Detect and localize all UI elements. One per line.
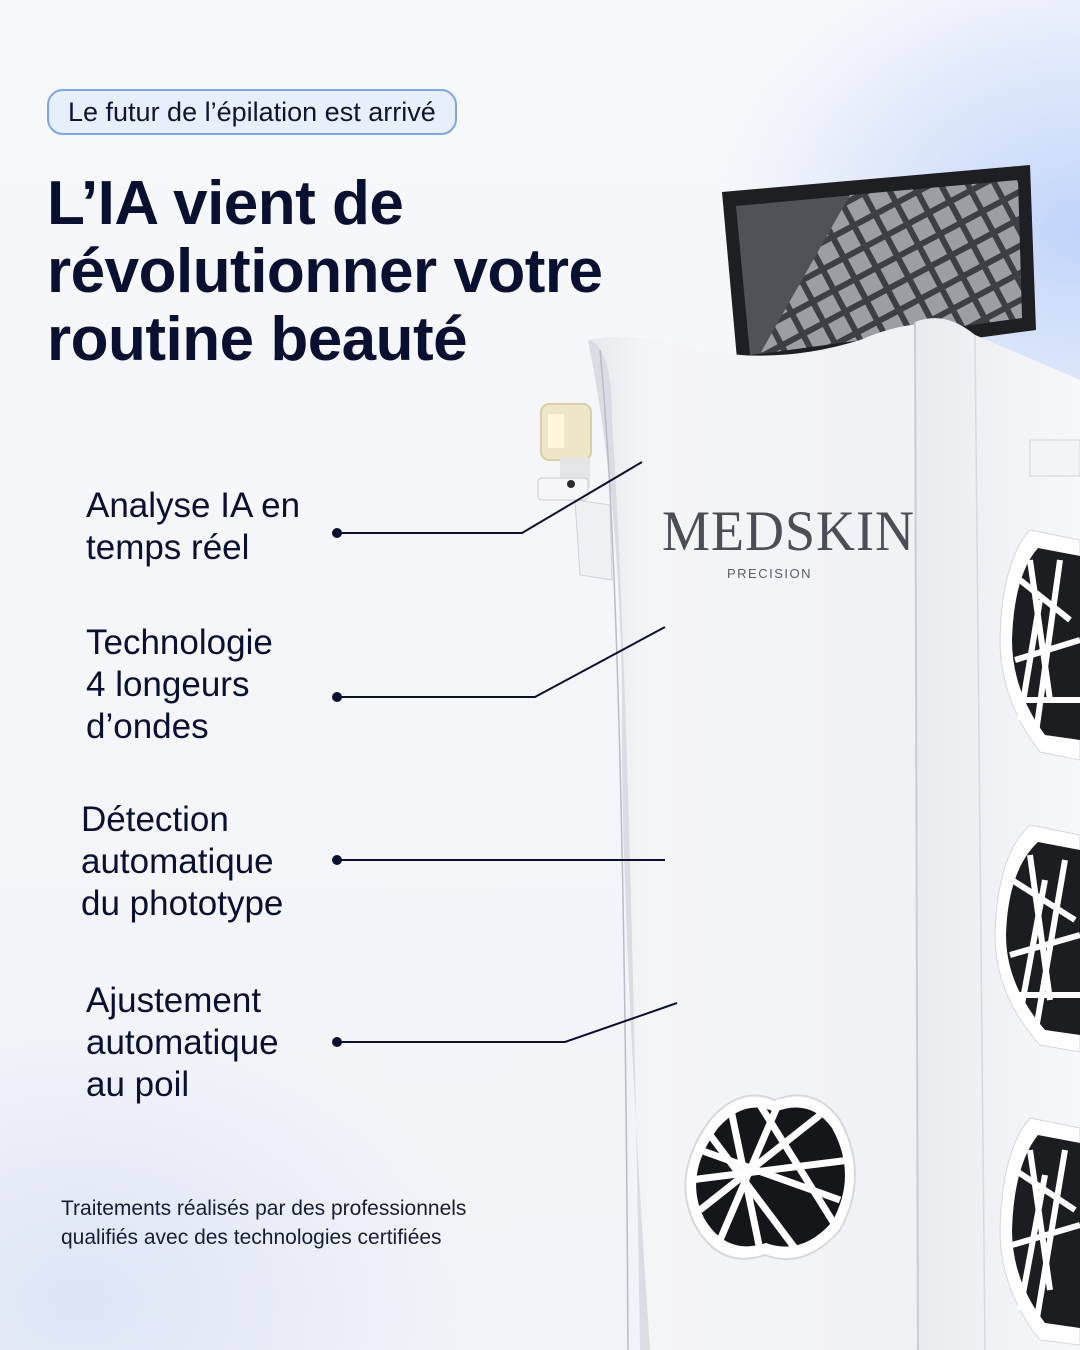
feature-line: automatique: [86, 1023, 279, 1062]
device-brand-subtitle: PRECISION: [726, 566, 812, 581]
feature-line: du phototype: [81, 884, 284, 923]
callout-line-1: [337, 461, 643, 534]
title-line: routine beauté: [47, 305, 468, 374]
feature-line: Technologie: [86, 623, 273, 662]
callout-dot-4: [332, 1037, 342, 1047]
handpiece: [537, 403, 613, 581]
callout-line-2: [337, 626, 666, 698]
feature-line: Détection: [81, 800, 229, 839]
callout-line-4: [337, 1002, 678, 1043]
feature-line: d’ondes: [86, 707, 209, 746]
footnote-line: qualifiés avec des technologies certifié…: [61, 1226, 442, 1249]
page-title: L’IA vient de révolutionner votre routin…: [47, 170, 687, 374]
footnote-line: Traitements réalisés par des professionn…: [61, 1197, 467, 1220]
feature-ai-analysis: Analyse IA en temps réel: [86, 485, 300, 569]
feature-line: Analyse IA en: [86, 486, 301, 525]
callout-dot-3: [332, 855, 342, 865]
feature-line: au poil: [86, 1065, 190, 1104]
feature-line: 4 longeurs: [86, 665, 250, 704]
feature-line: Ajustement: [86, 981, 262, 1020]
title-line: L’IA vient de: [47, 169, 404, 238]
device-brand-logo: MEDSKIN: [662, 499, 916, 563]
front-vent: [684, 1094, 856, 1261]
device-screen: [722, 165, 1036, 370]
feature-line: automatique: [81, 842, 274, 881]
side-vent-top: [999, 529, 1080, 761]
callout-dot-2: [332, 692, 342, 702]
title-line: révolutionner votre: [47, 237, 603, 306]
feature-line: temps réel: [86, 528, 250, 567]
side-vent-bottom: [999, 1117, 1080, 1346]
side-vent-middle: [994, 824, 1080, 1053]
footnote: Traitements réalisés par des professionn…: [61, 1194, 581, 1252]
feature-wavelengths: Technologie 4 longeurs d’ondes: [86, 622, 273, 748]
feature-hair-adjustment: Ajustement automatique au poil: [86, 980, 279, 1106]
callout-dot-1: [332, 528, 342, 538]
intro-badge: Le futur de l’épilation est arrivé: [47, 89, 457, 135]
feature-phototype-detection: Détection automatique du phototype: [81, 799, 283, 925]
